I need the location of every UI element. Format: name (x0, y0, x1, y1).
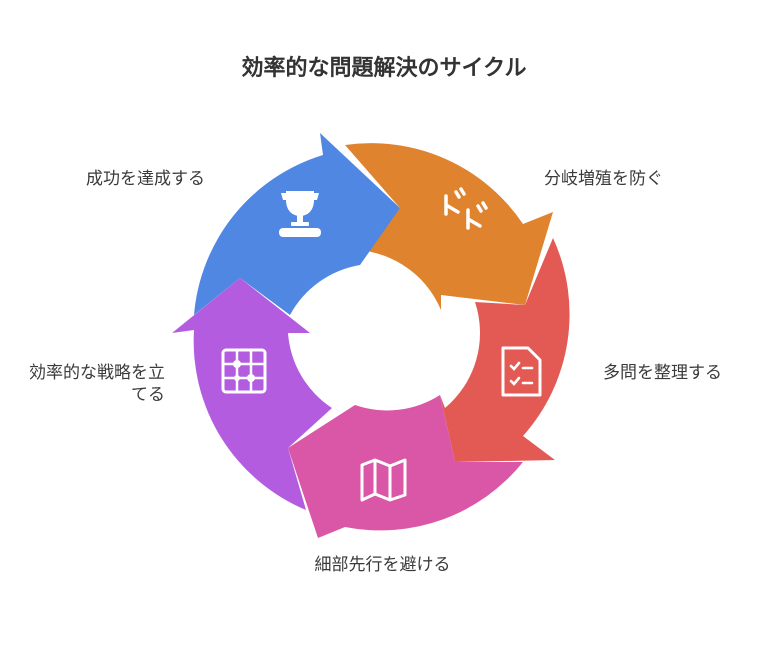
label-trophy: 成功を達成する (86, 169, 205, 189)
label-map: 細部先行を避ける (314, 555, 451, 575)
checklist-icon (501, 346, 542, 397)
cycle-segment-checklist (440, 238, 570, 462)
cycle-segment-strategy (172, 278, 332, 510)
arrow-orange (345, 143, 553, 310)
trophy-icon (279, 191, 321, 237)
strategy-board-icon (221, 348, 267, 394)
cycle-segment-map (288, 395, 523, 538)
arrow-red (440, 238, 570, 462)
label-checklist: 多問を整理する (603, 363, 722, 383)
label-strategy: 効率的な戦略を立てる (29, 363, 165, 405)
cycle-segment-branch (345, 143, 553, 310)
branch-icon (444, 187, 488, 230)
cycle-segment-trophy (194, 133, 400, 315)
arrow-purple (172, 278, 332, 510)
map-icon (360, 458, 407, 502)
diagram-title: 効率的な問題解決のサイクル (241, 56, 527, 81)
label-branch: 分岐増殖を防ぐ (544, 169, 663, 189)
